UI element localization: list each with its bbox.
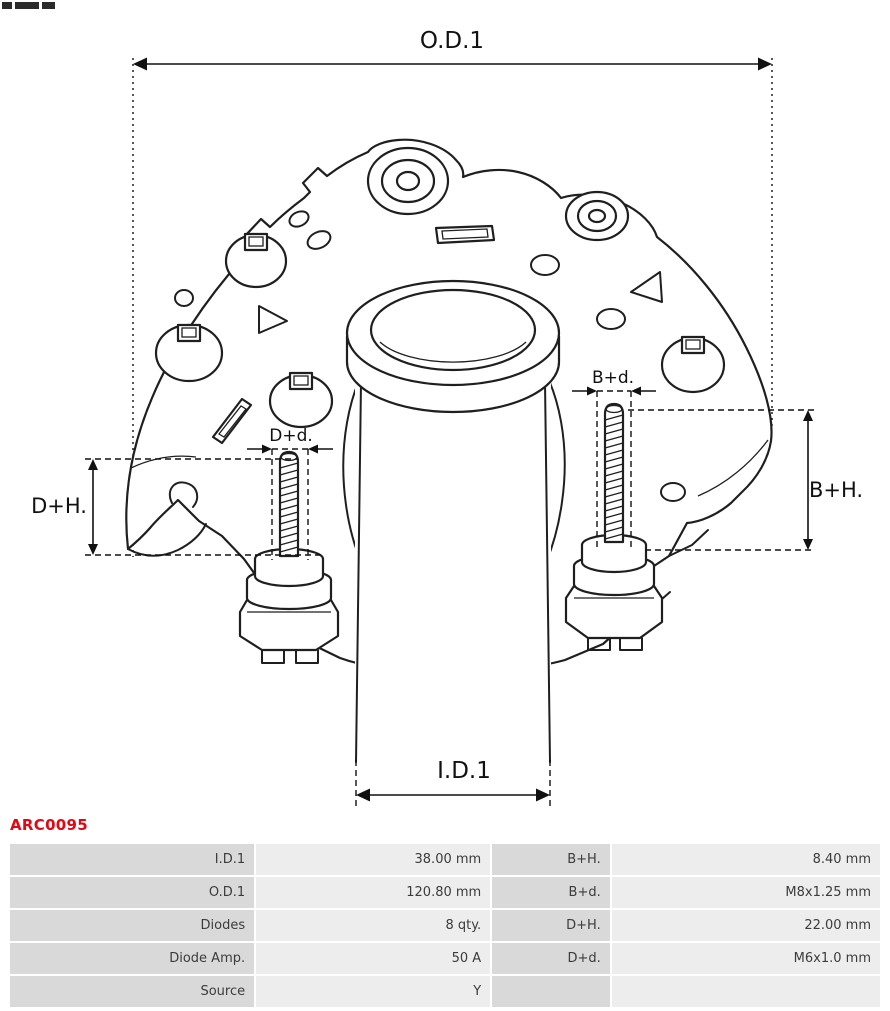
dim-dd: D+d. [247,426,333,560]
spec-value: 50 A [256,943,491,974]
spec-value: Y [256,976,491,1007]
spec-value: 22.00 mm [611,910,880,941]
spec-row: O.D.1 120.80 mm B+d. M8x1.25 mm [10,877,880,908]
bh-label: B+H. [809,478,863,502]
spec-row: Diode Amp. 50 A D+d. M6x1.0 mm [10,943,880,974]
spec-value: 120.80 mm [256,877,491,908]
spec-label: I.D.1 [10,844,255,875]
spec-row: I.D.1 38.00 mm B+H. 8.40 mm [10,844,880,875]
center-bore-tube [345,279,561,790]
spec-row: Source Y [10,976,880,1007]
watermark [2,2,55,9]
spec-label: Diode Amp. [10,943,255,974]
spec-label [492,976,610,1007]
right-stud-assembly [564,402,664,651]
spec-value: 8.40 mm [611,844,880,875]
spec-label: Diodes [10,910,255,941]
id1-label: I.D.1 [437,758,491,784]
spec-label: Source [10,976,255,1007]
dim-bh: B+H. [628,409,863,551]
spec-label: B+H. [492,844,610,875]
spec-table: I.D.1 38.00 mm B+H. 8.40 mm O.D.1 120.80… [8,842,882,1009]
spec-label: O.D.1 [10,877,255,908]
dim-bd: B+d. [572,368,656,548]
spec-value [611,976,880,1007]
bd-label: B+d. [592,368,634,388]
od1-label: O.D.1 [420,28,484,54]
spec-value: 8 qty. [256,910,491,941]
spec-label: D+H. [492,910,610,941]
part-number: ARC0095 [10,816,89,834]
left-stud-assembly [238,450,340,664]
dd-label: D+d. [269,426,313,446]
spec-value: M6x1.0 mm [611,943,880,974]
plate-details [154,146,726,502]
spec-label: D+d. [492,943,610,974]
spec-value: 38.00 mm [256,844,491,875]
technical-drawing: O.D.1 [31,28,863,806]
dim-id1: I.D.1 [355,758,551,806]
spec-row: Diodes 8 qty. D+H. 22.00 mm [10,910,880,941]
dh-label: D+H. [31,494,87,518]
dim-dh: D+H. [31,458,320,556]
spec-value: M8x1.25 mm [611,877,880,908]
spec-label: B+d. [492,877,610,908]
